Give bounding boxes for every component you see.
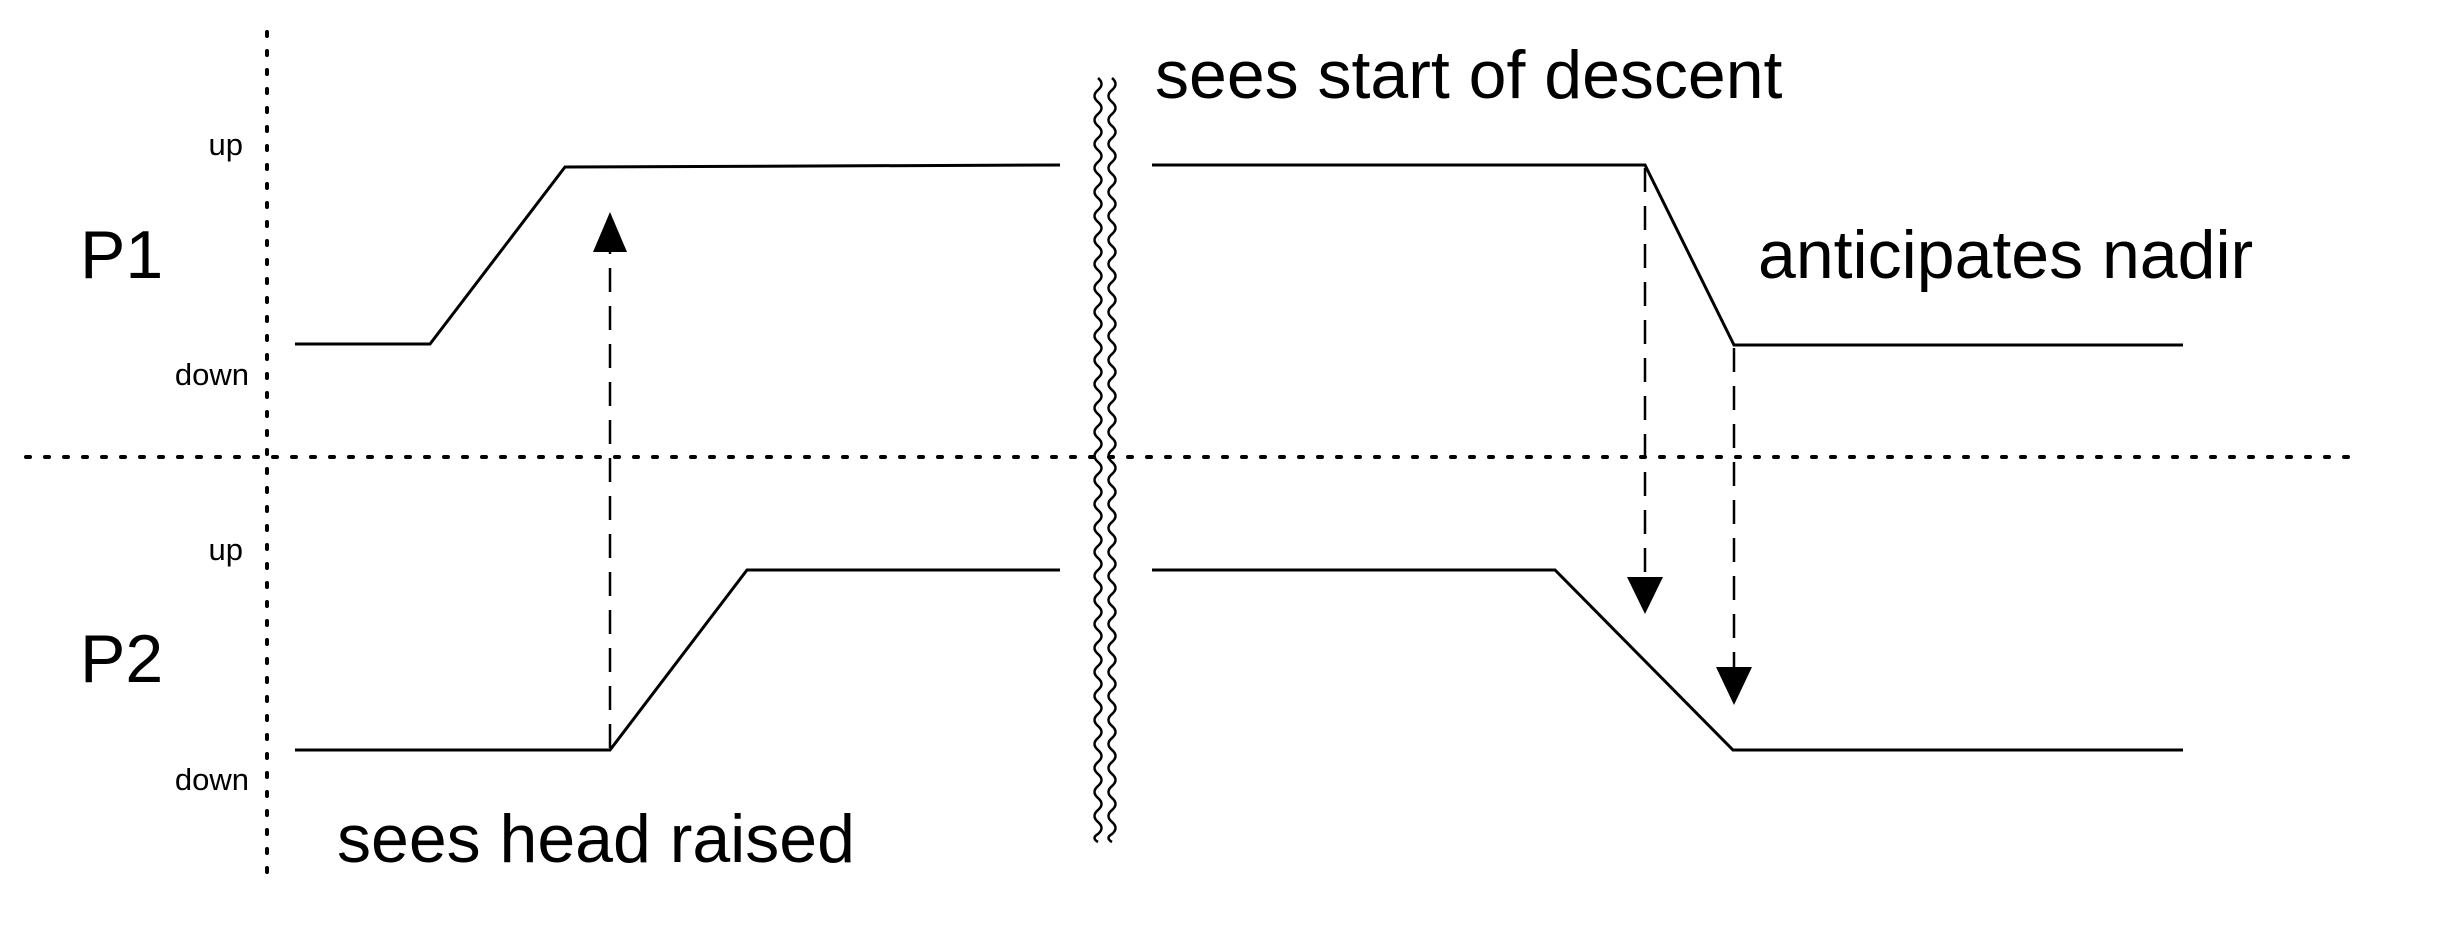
row-label-p1: P1: [80, 217, 163, 293]
p1-down-level-label: down: [175, 357, 249, 392]
p1-up-level-label: up: [209, 127, 243, 162]
row-label-p2: P2: [80, 621, 163, 697]
p2-up-level-label: up: [209, 532, 243, 567]
time-break-wavy-line-left: [1093, 77, 1103, 844]
p1-signal-trace-right: [1152, 163, 2183, 347]
p2-signal-trace-left: [295, 568, 1060, 752]
down-arrowhead-icon: [1627, 577, 1663, 614]
annotation-sees-head-raised: sees head raised: [337, 801, 855, 877]
up-arrowhead-icon: [593, 212, 627, 252]
down-arrowhead-icon: [1716, 667, 1752, 705]
time-break-wavy-line-right: [1107, 77, 1117, 844]
annotation-anticipates-nadir: anticipates nadir: [1758, 217, 2253, 293]
p2-down-level-label: down: [175, 762, 249, 797]
p1-signal-trace-left: [295, 163, 1061, 346]
p2-signal-trace-right: [1152, 568, 2183, 752]
annotation-sees-start-of-descent: sees start of descent: [1155, 37, 1783, 113]
